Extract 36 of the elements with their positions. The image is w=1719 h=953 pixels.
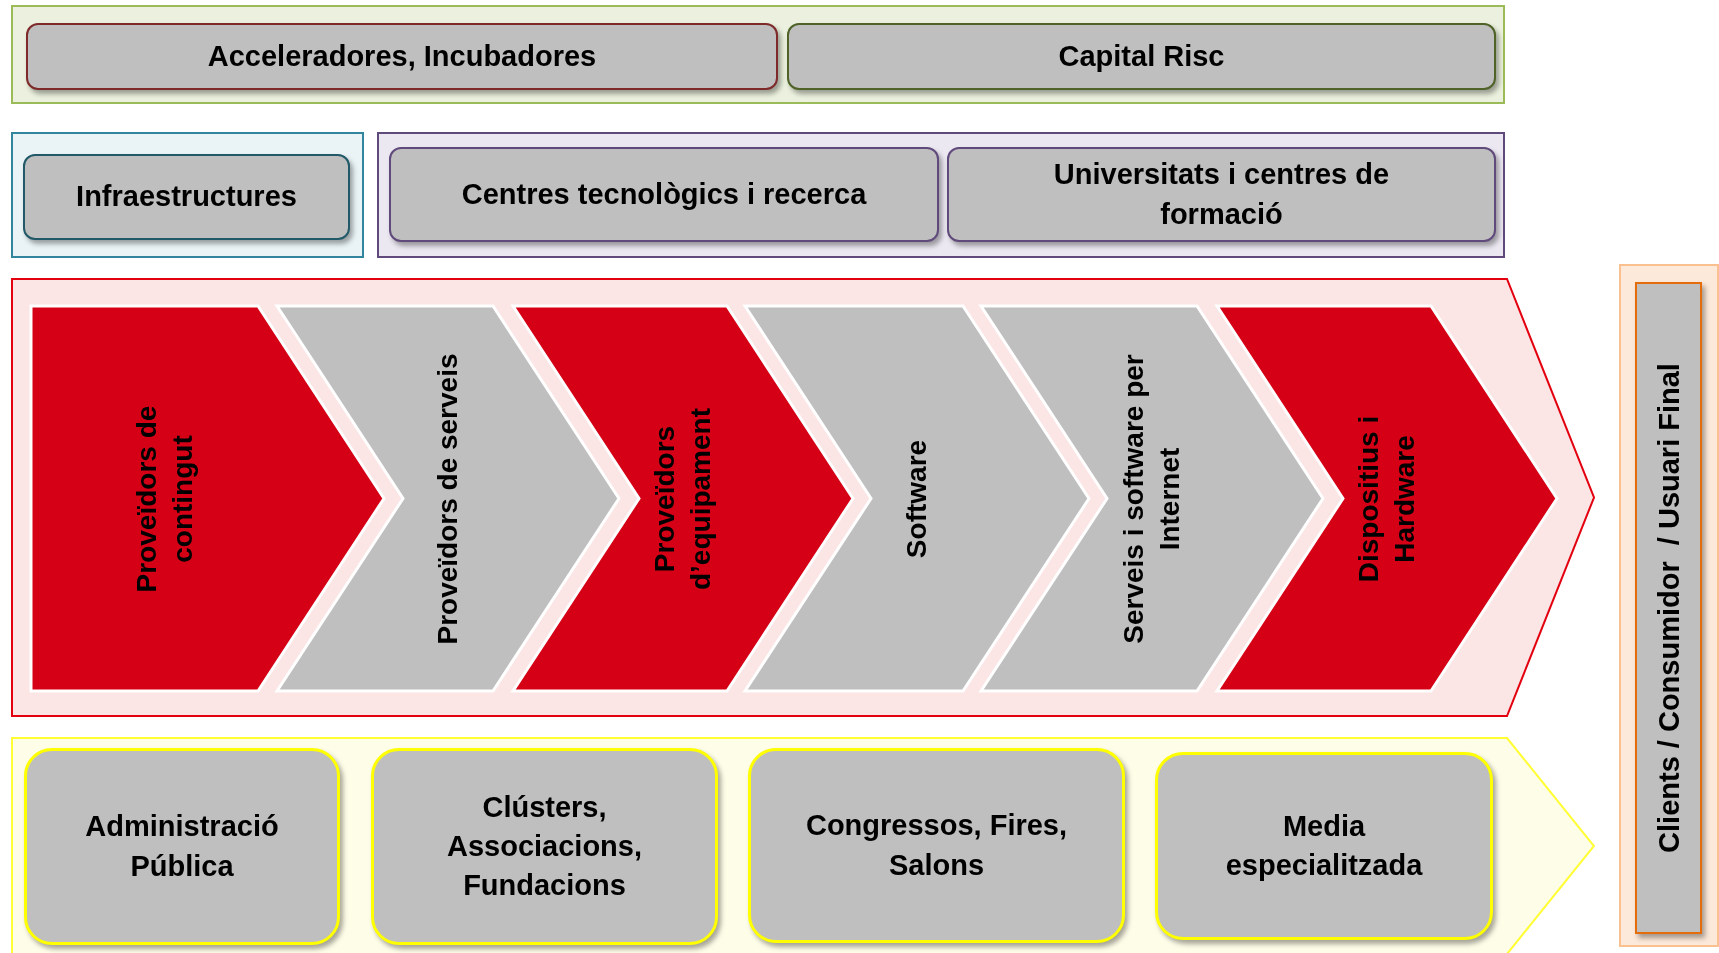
label-text: Centres tecnològics i recerca	[460, 176, 868, 212]
label-text: Proveïdors de serveis	[431, 353, 463, 645]
group-band	[377, 132, 1505, 258]
label-text: Infraestructures	[75, 179, 298, 215]
process-step	[981, 306, 1323, 691]
process-step	[745, 306, 1089, 691]
rounded-box	[1155, 752, 1493, 940]
label-text: Software	[900, 439, 932, 558]
label-box	[389, 147, 939, 242]
label-box	[26, 23, 778, 90]
label-text: Universitats i centres de formació	[1052, 157, 1391, 232]
label-text: Capital Risc	[1057, 38, 1226, 74]
label-box	[947, 147, 1496, 242]
label-text: Clústers, Associacions, Fundacions	[446, 789, 643, 904]
label-box	[787, 23, 1496, 90]
label-text: Congressos, Fires, Salons	[804, 808, 1069, 883]
group-band	[11, 132, 364, 258]
rounded-box	[24, 748, 340, 945]
process-step	[31, 306, 384, 691]
label-text: Proveïdors de contingut	[130, 405, 199, 592]
label-text: Acceleradores, Incubadores	[206, 38, 598, 74]
label-box	[1635, 282, 1702, 934]
label-box	[23, 154, 350, 240]
rounded-box	[748, 748, 1125, 943]
label-text: Media especialitzada	[1224, 808, 1424, 883]
label-text: Dispositius i Hardware	[1352, 415, 1420, 582]
process-step	[277, 306, 619, 691]
label-text: Proveïdors d’equipament	[648, 407, 716, 590]
group-band	[11, 5, 1505, 104]
label-text: Administració Pública	[84, 809, 280, 884]
process-step	[513, 306, 853, 691]
group-band	[1619, 264, 1719, 947]
label-text: Clients / Consumidor / Usuari Final	[1652, 363, 1685, 853]
rounded-box	[371, 748, 718, 945]
label-text: Serveis i software per Internet	[1117, 353, 1185, 644]
process-step	[1217, 306, 1557, 691]
